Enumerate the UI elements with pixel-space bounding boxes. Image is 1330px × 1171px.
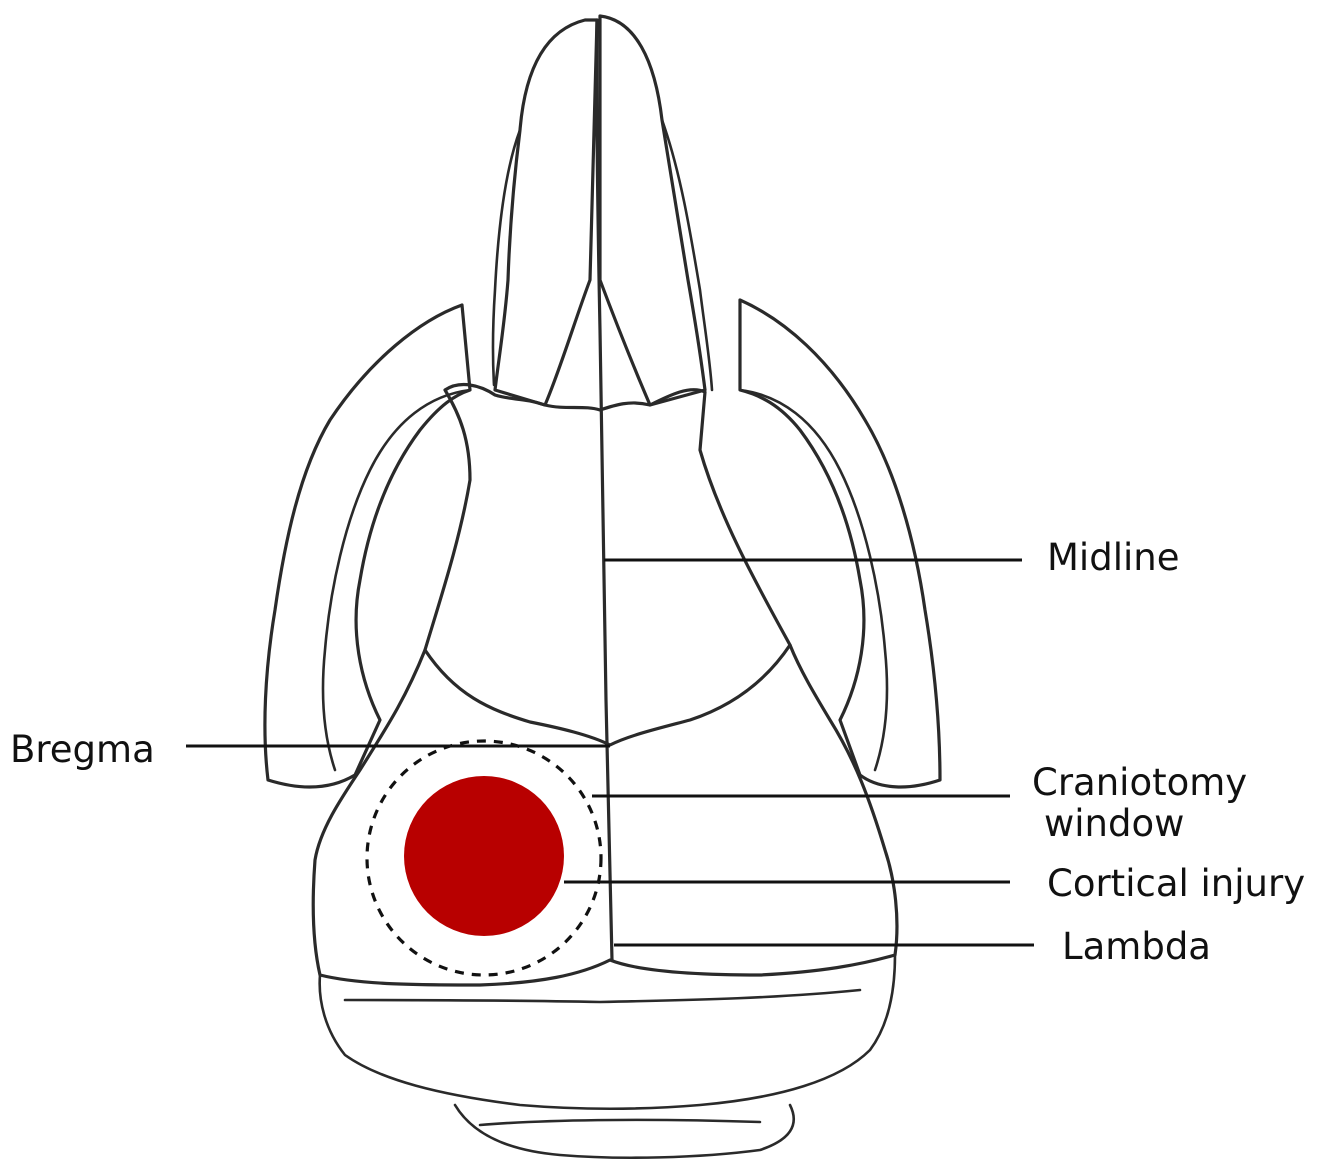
craniotomy-label-line2: window — [1044, 802, 1184, 845]
lambda-label: Lambda — [1062, 925, 1211, 968]
bregma-label: Bregma — [10, 728, 155, 771]
cortical-injury — [404, 776, 564, 936]
frontal-bones — [425, 385, 790, 745]
midline-label: Midline — [1047, 536, 1179, 579]
craniotomy-label-line1: Craniotomy — [1032, 761, 1247, 804]
cortical-injury-label: Cortical injury — [1047, 862, 1305, 905]
nasal-bones — [493, 16, 712, 405]
